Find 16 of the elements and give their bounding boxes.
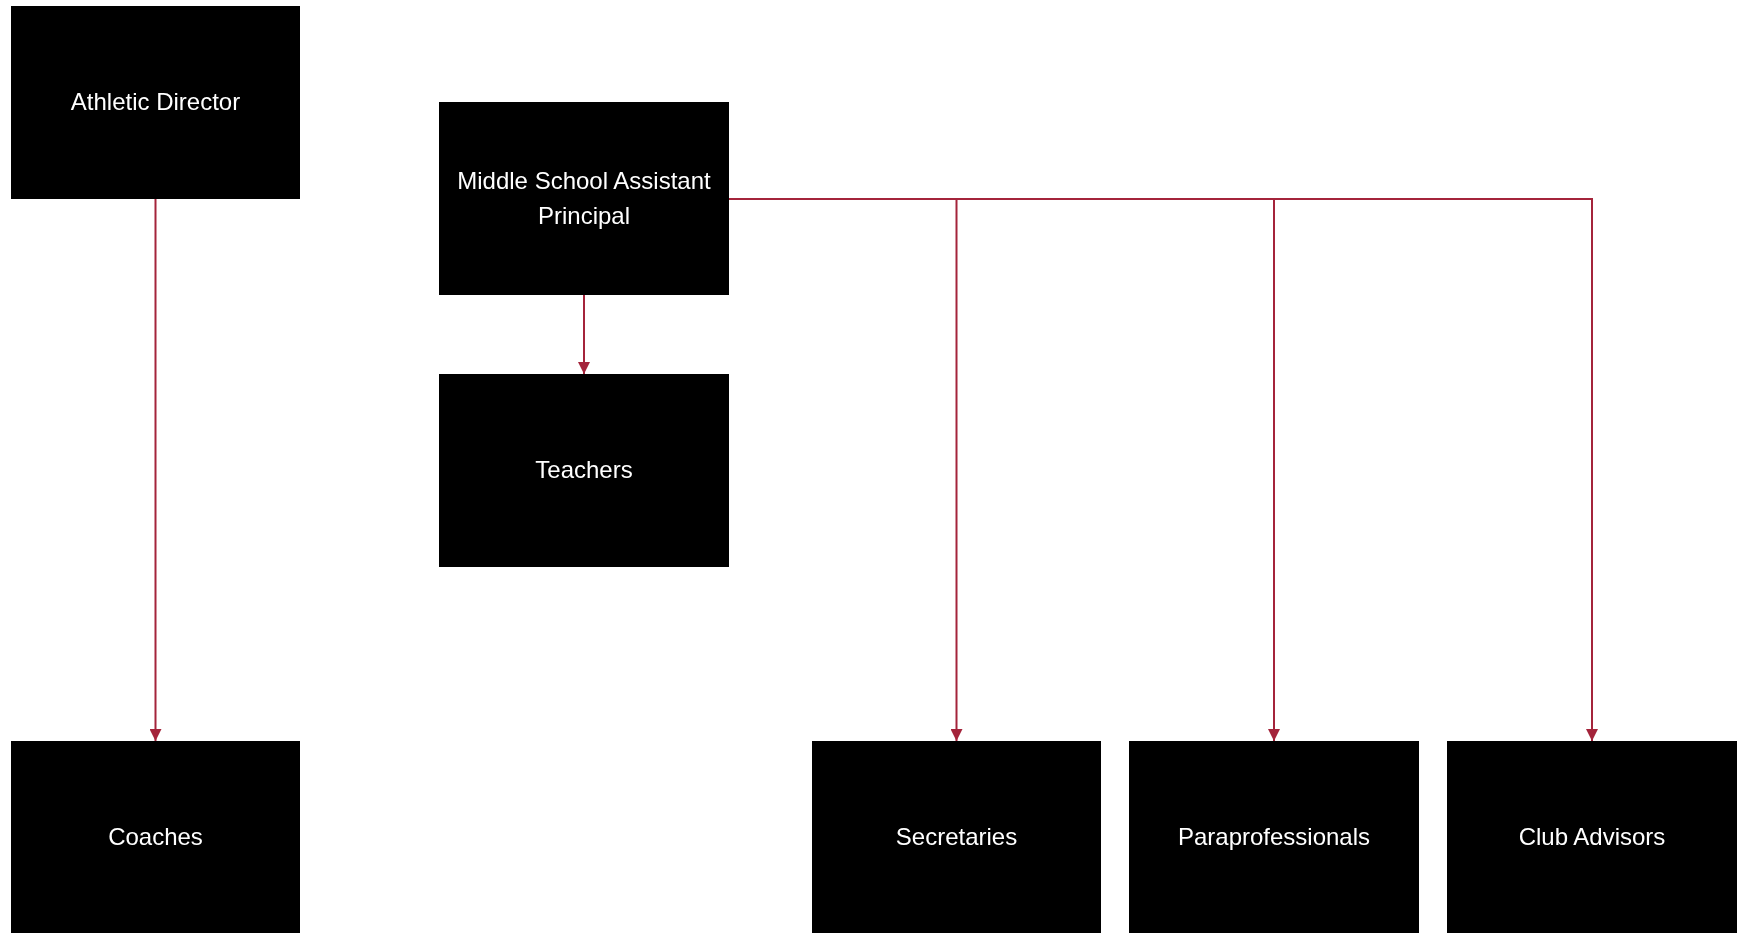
org-box (812, 741, 1101, 933)
org-box (439, 374, 729, 567)
org-box (11, 6, 300, 199)
org-box (1447, 741, 1737, 933)
role-label: Teachers (535, 455, 633, 486)
org-box (11, 741, 300, 933)
org-box (439, 102, 729, 295)
role-label: Paraprofessionals (1177, 821, 1371, 852)
connector-arrow (149, 198, 162, 742)
role-label: Athletic Director (70, 87, 241, 118)
org-box (1129, 741, 1419, 933)
role-label: Coaches (108, 821, 203, 852)
connector-arrow (578, 294, 590, 375)
role-label: Club Advisors (1518, 821, 1666, 852)
role-label: Secretaries (895, 821, 1018, 852)
role-label: Middle School Assistant Principal (456, 165, 712, 231)
